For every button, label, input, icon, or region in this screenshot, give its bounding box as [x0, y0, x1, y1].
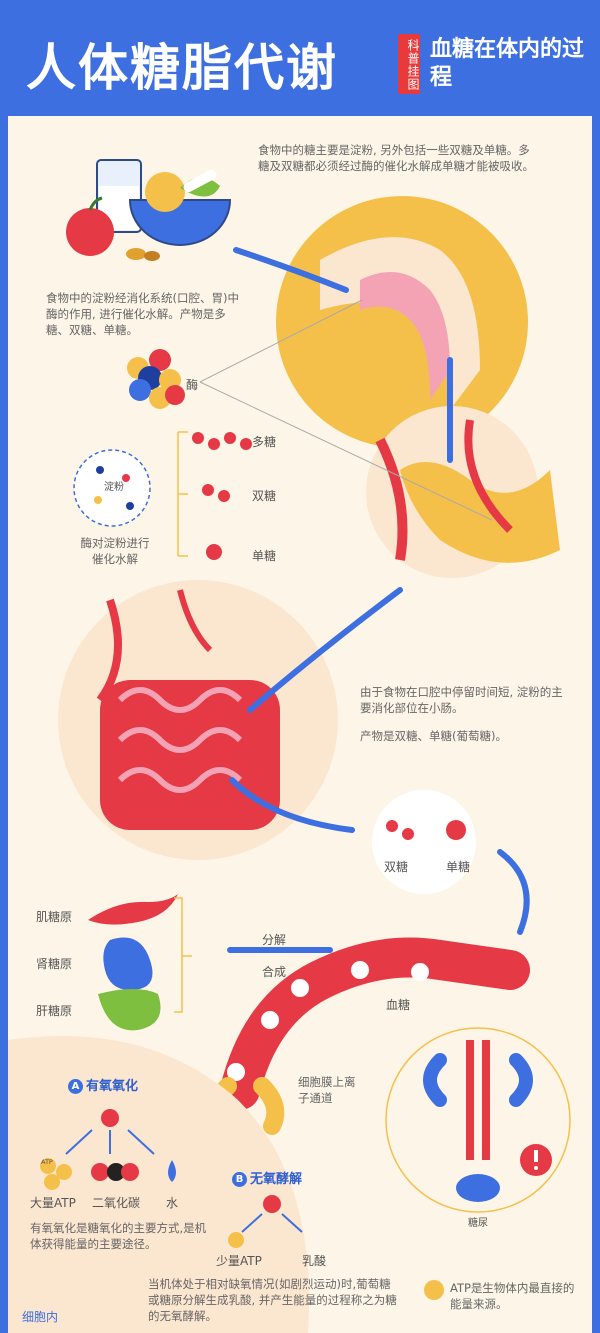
category-badge: 科普挂图 — [398, 34, 420, 94]
enzyme-hydrolysis-text: 酶对淀粉进行催化水解 — [80, 536, 150, 566]
disaccharide-label: 双糖 — [252, 489, 277, 503]
synthesize-label: 合成 — [262, 965, 287, 979]
aerobic-title-text: 有氧氧化 — [86, 1079, 139, 1094]
polysaccharide-label: 多糖 — [252, 435, 277, 449]
ion-channel-label: 细胞膜上离子通道 — [298, 1075, 356, 1105]
starch-label: 淀粉 — [104, 482, 124, 493]
much-atp-label: 大量ATP — [30, 1196, 76, 1210]
mouth-circle — [276, 196, 528, 448]
liver-icon — [98, 989, 161, 1031]
kidney-glycogen-label: 肾糖原 — [36, 957, 73, 971]
product-disaccharide-label: 双糖 — [384, 860, 409, 874]
kidney-icon — [103, 937, 153, 990]
food-icon — [66, 159, 232, 261]
decompose-label: 分解 — [262, 933, 287, 947]
monosaccharide-molecule — [206, 544, 222, 560]
water-label: 水 — [166, 1196, 179, 1210]
anaerobic-badge: B — [232, 1172, 247, 1187]
product-circle — [372, 790, 476, 894]
diabetes-label: 糖尿 — [468, 1218, 488, 1229]
co2-label: 二氧化碳 — [92, 1196, 141, 1210]
inside-cell-label: 细胞内 — [22, 1310, 59, 1324]
esophagus — [360, 272, 450, 400]
cell-area — [8, 1036, 310, 1333]
anaerobic-title-text: 无氧酵解 — [250, 1172, 303, 1187]
monosaccharide-label: 单糖 — [252, 549, 277, 563]
product-monosaccharide-label: 单糖 — [446, 860, 471, 874]
aerobic-desc: 有氧氧化是糖氧化的主要方式,是机体获得能量的主要途径。 — [30, 1221, 207, 1251]
anaerobic-desc: 当机体处于相对缺氧情况(如剧烈运动)时,葡萄糖或糖原分解生成乳酸, 并产生能量的… — [148, 1277, 397, 1323]
atp-mark-label: ATP — [41, 1158, 53, 1166]
digest-text: 食物中的淀粉经消化系统(口腔、胃)中酶的作用, 进行催化水解。产物是多糖、双糖、… — [46, 291, 239, 337]
polysaccharide-molecule — [192, 432, 252, 450]
blood-vessel — [220, 937, 530, 1110]
atp-desc: ATP是生物体内最直接的能量来源。 — [450, 1281, 575, 1311]
atp-icon — [424, 1280, 444, 1300]
lactic-acid-label: 乳酸 — [302, 1254, 327, 1268]
flow-arrows — [227, 247, 530, 953]
muscle-glycogen-label: 肌糖原 — [36, 910, 73, 924]
enzyme-cluster — [127, 349, 185, 409]
page-title: 人体糖脂代谢 — [26, 39, 338, 97]
disaccharide-molecule — [202, 484, 230, 502]
enzyme-label: 酶 — [186, 378, 199, 392]
liver-glycogen-label: 肝糖原 — [36, 1004, 73, 1018]
muscle-icon — [88, 894, 178, 925]
food-intro-text: 食物中的糖主要是淀粉, 另外包括一些双糖及单糖。多糖及双糖都必须经过酶的催化水解… — [258, 143, 534, 173]
page-subtitle: 血糖在体内的过程 — [430, 37, 585, 90]
intestine-text-1: 由于食物在口腔中停留时间短, 淀粉的主要消化部位在小肠。 — [360, 685, 563, 715]
little-atp-label: 少量ATP — [216, 1254, 262, 1268]
intestine-text-2: 产物是双糖、单糖(葡萄糖)。 — [360, 729, 507, 743]
aerobic-badge: A — [68, 1079, 83, 1094]
blood-sugar-label: 血糖 — [386, 998, 411, 1012]
